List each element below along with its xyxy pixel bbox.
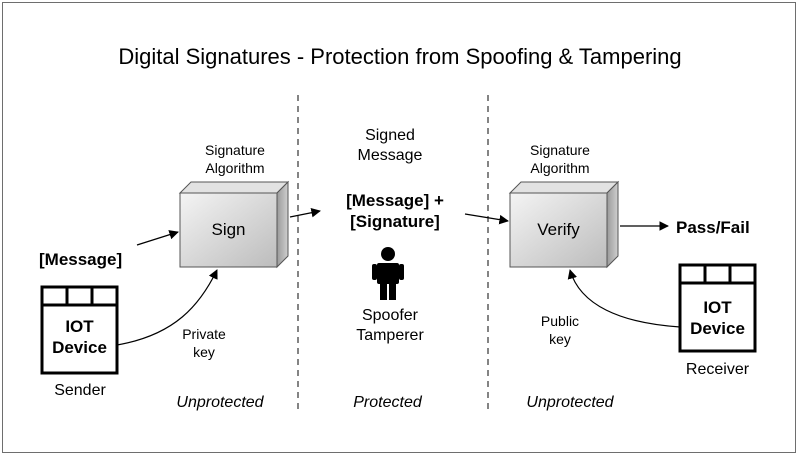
pass-fail-label: Pass/Fail: [676, 218, 750, 237]
person-icon: [372, 247, 404, 300]
verify-cube-icon: [508, 180, 620, 269]
receiver-iot-device-icon: [678, 263, 757, 353]
channel-to-verify-arrow: [464, 213, 509, 225]
private-key-arrow: [116, 269, 218, 346]
payload-label: [Message] +[Signature]: [346, 191, 444, 231]
public-key-arrow: [567, 269, 681, 328]
message-to-sign-arrow: [136, 230, 179, 246]
sign-box-label: Sign: [211, 220, 246, 239]
diagram-frame: [2, 2, 796, 453]
sender-message-label: [Message]: [39, 250, 123, 269]
sign-cube-icon: [178, 180, 290, 269]
right-zone-label: Unprotected: [526, 394, 614, 411]
sender-role-label: Sender: [54, 382, 106, 399]
sender-iot-device-icon: [40, 285, 119, 375]
receiver-role-label: Receiver: [685, 361, 750, 378]
center-zone-label: Protected: [353, 394, 422, 411]
sign-to-channel-arrow: [289, 207, 321, 218]
verify-box-label: Verify: [537, 220, 580, 239]
left-zone-label: Unprotected: [176, 394, 264, 411]
diagram-title: Digital Signatures - Protection from Spo…: [118, 44, 682, 69]
